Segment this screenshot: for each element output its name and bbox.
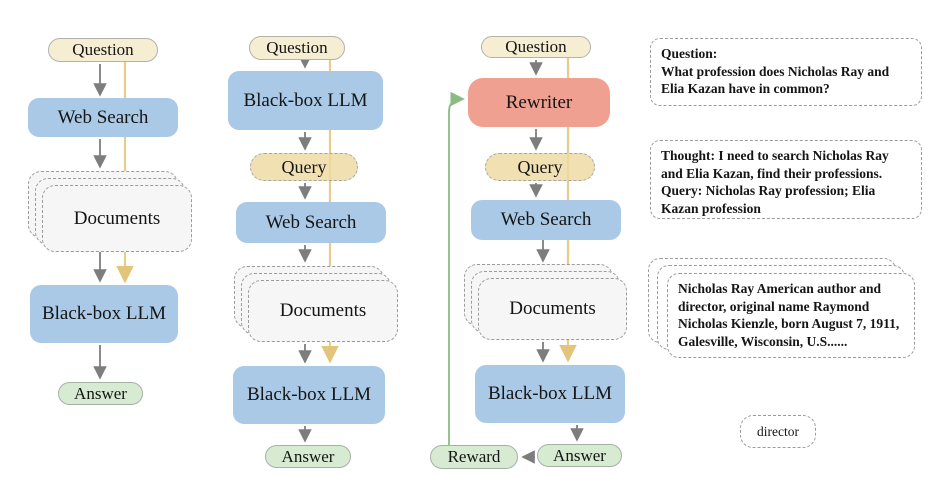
p1-web-search-node: Web Search: [28, 98, 178, 137]
p2-query-node: Query: [250, 153, 358, 181]
p2-blackbox-llm-top-node: Black-box LLM: [228, 71, 383, 130]
note-document-stack: Nicholas Ray American author and directo…: [648, 258, 915, 358]
note-thought-body: Thought: I need to search Nicholas Ray a…: [661, 148, 889, 216]
p2-documents-node: Documents: [248, 280, 398, 342]
p1-question-node: Question: [48, 38, 158, 62]
note-answer-box: director: [740, 415, 816, 448]
p3-web-search-node: Web Search: [471, 200, 621, 240]
p3-reward-feedback-line-green: [448, 91, 465, 446]
p2-web-search-node: Web Search: [236, 202, 386, 243]
p3-query-node: Query: [485, 153, 595, 181]
p1-documents-stack: Documents: [28, 171, 192, 252]
note-answer-body: director: [757, 423, 799, 439]
p3-rewriter-node: Rewriter: [468, 78, 610, 127]
p1-blackbox-llm-node: Black-box LLM: [30, 285, 178, 343]
note-question-heading: Question:: [661, 46, 718, 61]
p3-question-node: Question: [481, 36, 591, 58]
p3-documents-stack: Documents: [464, 264, 627, 340]
p3-reward-node: Reward: [430, 445, 518, 469]
p2-blackbox-llm-bottom-node: Black-box LLM: [233, 366, 385, 424]
note-question-body: What profession does Nicholas Ray and El…: [661, 63, 890, 97]
note-document-box: Nicholas Ray American author and directo…: [667, 273, 915, 358]
p1-documents-node: Documents: [42, 185, 192, 252]
p2-answer-node: Answer: [265, 445, 351, 468]
note-thought-box: Thought: I need to search Nicholas Ray a…: [650, 140, 922, 219]
p1-answer-node: Answer: [58, 382, 143, 405]
p2-documents-stack: Documents: [234, 266, 398, 342]
p2-question-node: Question: [249, 36, 345, 60]
p3-blackbox-llm-node: Black-box LLM: [475, 365, 625, 423]
p3-answer-node: Answer: [537, 444, 622, 467]
note-document-body: Nicholas Ray American author and directo…: [678, 281, 900, 349]
p3-documents-node: Documents: [478, 278, 627, 340]
note-question-box: Question: What profession does Nicholas …: [650, 38, 922, 106]
